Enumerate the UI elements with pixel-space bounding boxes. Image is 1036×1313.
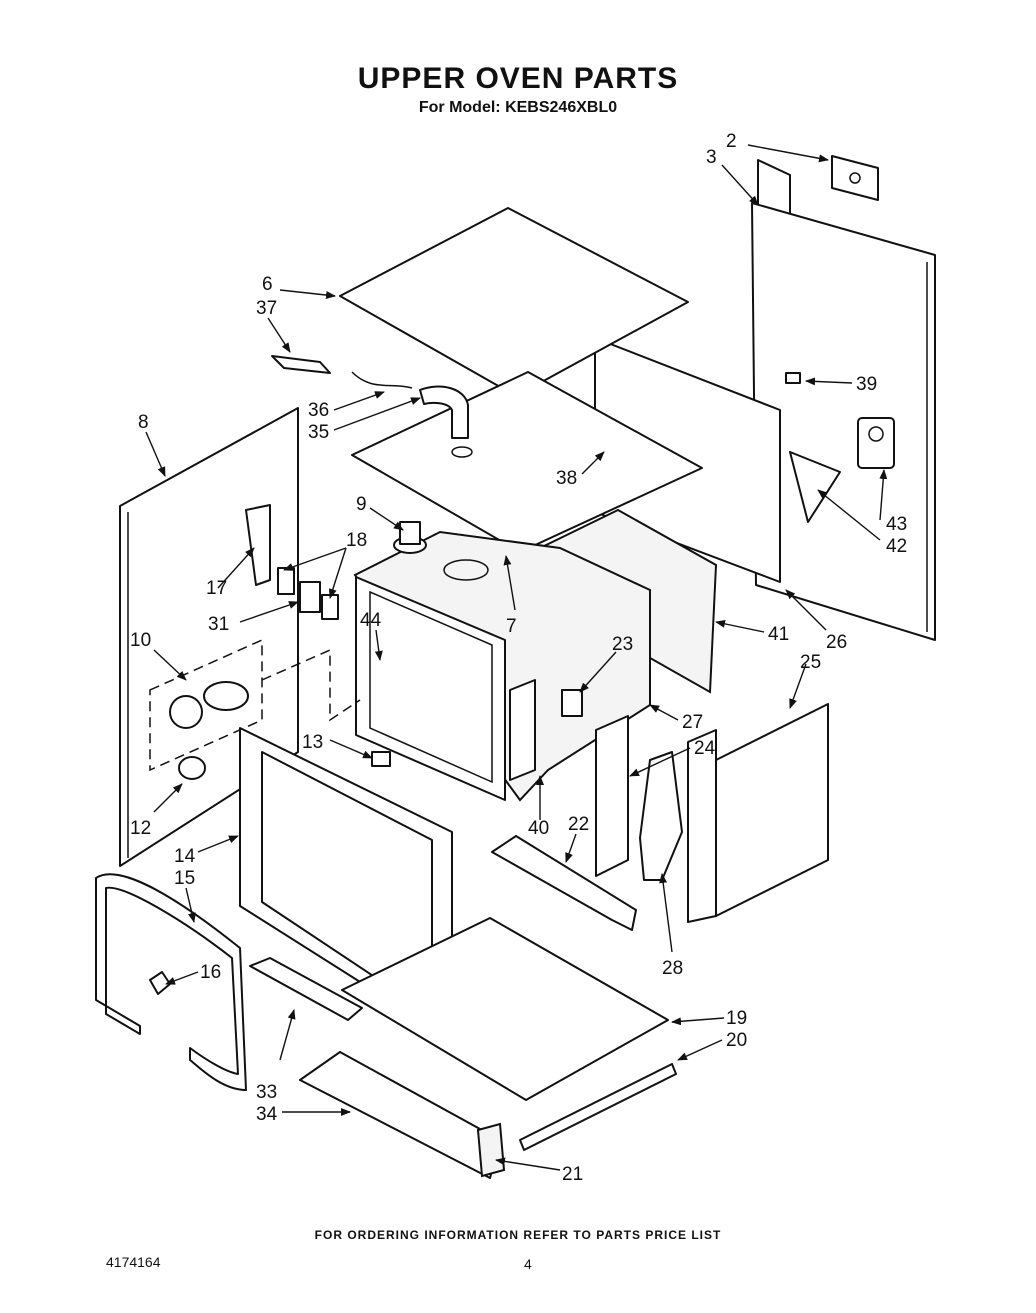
callout-10: 10 [130, 630, 151, 651]
callout-3: 3 [706, 147, 717, 168]
part-18-switch [277, 567, 295, 595]
part-37-clip [271, 355, 331, 374]
page-number: 4 [524, 1256, 532, 1272]
callout-6: 6 [262, 274, 273, 295]
part-2-hinge-bracket [831, 155, 879, 201]
callout-8: 8 [138, 412, 149, 433]
callout-23: 23 [612, 634, 633, 655]
callout-36: 36 [308, 400, 329, 421]
callout-24: 24 [694, 738, 716, 759]
callout-9: 9 [356, 494, 367, 515]
callout-15: 15 [174, 868, 195, 889]
callout-28: 28 [662, 958, 683, 979]
part-17-bracket [245, 504, 271, 586]
callout-43: 43 [886, 514, 907, 535]
part-13-clip [371, 751, 391, 767]
part-19-bottom-panel [341, 917, 669, 1101]
callout-38: 38 [556, 468, 577, 489]
model-subtitle: For Model: KEBS246XBL0 [418, 99, 618, 116]
part-6-top-panel [339, 207, 689, 397]
callout-34: 34 [256, 1104, 278, 1125]
callout-37: 37 [256, 298, 277, 319]
callout-25: 25 [800, 652, 821, 673]
part-15-gasket [95, 873, 247, 1091]
callout-39: 39 [856, 374, 877, 395]
ordering-note: FOR ORDERING INFORMATION REFER TO PARTS … [314, 1228, 722, 1242]
callout-labels: 2 3 6 37 39 36 35 8 9 18 38 43 42 17 31 … [130, 131, 907, 1185]
callout-13: 13 [302, 732, 323, 753]
callout-41: 41 [768, 624, 789, 645]
part-39-clip [785, 372, 801, 384]
part-28-door-hinge [639, 751, 683, 881]
callout-18: 18 [346, 530, 367, 551]
callout-40: 40 [528, 818, 549, 839]
light-connector-dashline [261, 648, 361, 722]
callout-33: 33 [256, 1082, 277, 1103]
document-number: 4174164 [106, 1254, 161, 1270]
callout-44: 44 [360, 610, 382, 631]
part-40-oven-cavity [353, 530, 651, 802]
callout-27: 27 [682, 712, 703, 733]
callout-14: 14 [174, 846, 196, 867]
part-23-bracket [561, 689, 583, 717]
callout-17: 17 [206, 578, 227, 599]
part-18-switch-b [321, 594, 339, 620]
part-25-rear-panel [687, 703, 829, 923]
callout-12: 12 [130, 818, 151, 839]
callout-26: 26 [826, 632, 847, 653]
part-12-bulb [178, 756, 206, 780]
part-31-switch-bracket [299, 581, 321, 613]
leader-lines [145, 144, 888, 1171]
part-35-vent-duct [419, 385, 469, 439]
part-20-rail [519, 1063, 677, 1151]
callout-20: 20 [726, 1030, 747, 1051]
callout-35: 35 [308, 422, 329, 443]
part-43-motor [857, 417, 895, 469]
part-22-channel [491, 835, 637, 931]
callout-16: 16 [200, 962, 221, 983]
callout-2: 2 [726, 131, 737, 152]
part-9-vent-fitting [393, 521, 427, 554]
callout-21: 21 [562, 1164, 583, 1185]
callout-7: 7 [506, 616, 517, 637]
page-title: UPPER OVEN PARTS [357, 62, 679, 95]
part-10-light-assembly [149, 638, 263, 772]
part-33-vent [249, 957, 363, 1021]
part-34-vent-trim [299, 1051, 506, 1179]
callout-31: 31 [208, 614, 229, 635]
callout-42: 42 [886, 536, 907, 557]
callout-19: 19 [726, 1008, 747, 1029]
callout-22: 22 [568, 814, 589, 835]
part-24-bracket [595, 715, 629, 877]
part-38-heat-shield [351, 371, 703, 553]
part-36-wire [351, 371, 413, 389]
